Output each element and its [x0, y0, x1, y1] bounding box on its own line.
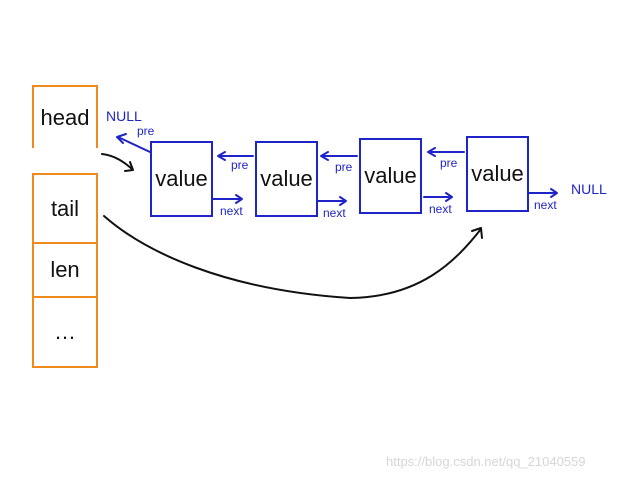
struct-field-label: head — [40, 104, 90, 130]
next-arrowhead-node-3 — [445, 192, 453, 202]
pre-label-node-3: pre — [335, 160, 353, 174]
pre-label-node-1: pre — [137, 124, 155, 138]
next-arrowhead-node-2 — [339, 196, 347, 206]
tail-pointer-arrow — [103, 215, 482, 299]
next-label-node-1: next — [220, 204, 243, 218]
pre-label-node-2: pre — [231, 158, 249, 172]
struct-field-label: tail — [50, 195, 80, 221]
next-arrowhead-node-1 — [235, 194, 243, 204]
node-value: value — [364, 163, 417, 188]
pre-arrowhead-node-2 — [217, 151, 226, 161]
head-pointer-arrowhead — [124, 161, 134, 172]
pre-arrowhead-node-3 — [320, 151, 329, 161]
list-node-4: value — [466, 136, 529, 212]
head-pointer-arrow — [101, 153, 133, 170]
pre-arrowhead-node-4 — [427, 147, 436, 157]
struct-field-label: len — [50, 257, 80, 282]
pre-label-node-4: pre — [440, 156, 458, 170]
struct-bottom-border — [32, 366, 98, 368]
watermark-text: https://blog.csdn.net/qq_21040559 — [386, 454, 586, 469]
struct-field-tail: tail — [32, 175, 98, 242]
pre-arrowhead-node-1 — [116, 133, 127, 144]
struct-divider — [32, 296, 98, 298]
list-node-3: value — [359, 138, 422, 214]
struct-divider — [32, 173, 98, 175]
node-value: value — [471, 161, 524, 186]
pre-arrow-node-1 — [117, 136, 151, 153]
list-node-2: value — [255, 141, 318, 217]
struct-field-label: … — [54, 319, 76, 344]
head-null-label: NULL — [106, 108, 142, 124]
next-label-node-3: next — [429, 202, 452, 216]
list-node-1: value — [150, 141, 213, 217]
struct-top-border — [32, 85, 98, 87]
struct-field-head: head — [32, 87, 98, 148]
next-label-node-2: next — [323, 206, 346, 220]
tail-pointer-arrowhead — [471, 227, 483, 239]
next-label-node-4: next — [534, 198, 557, 212]
tail-null-label: NULL — [571, 181, 607, 197]
struct-field-more: … — [32, 298, 98, 366]
struct-divider — [32, 242, 98, 244]
next-arrowhead-node-4 — [550, 188, 558, 198]
node-value: value — [260, 166, 313, 191]
struct-field-len: len — [32, 244, 98, 296]
node-value: value — [155, 166, 208, 191]
